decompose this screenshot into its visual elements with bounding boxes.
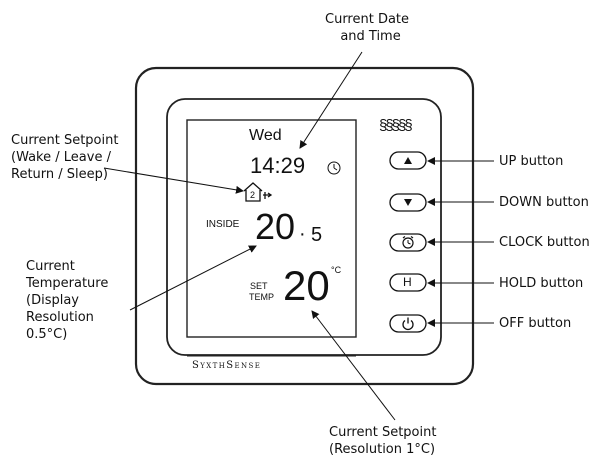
off-button[interactable] xyxy=(389,314,427,333)
thermostat-inner-bezel xyxy=(166,98,442,356)
set-temp-unit: °C xyxy=(331,265,342,275)
leader-current-setpoint-mode xyxy=(103,167,244,194)
annotation-current-setpoint-res: Current Setpoint (Resolution 1°C) xyxy=(329,425,437,457)
down-button[interactable] xyxy=(389,193,427,212)
clock-button[interactable] xyxy=(389,233,427,252)
alarm-clock-icon xyxy=(402,236,414,249)
hold-button-label: H xyxy=(403,275,412,289)
setpoint-period-house-icon xyxy=(243,182,273,202)
annotation-down-button: DOWN button xyxy=(499,195,589,210)
annotation-current-temperature: Current Temperature (Display Resolution … xyxy=(26,259,109,342)
day-of-week: Wed xyxy=(249,127,282,144)
leader-current-temperature xyxy=(129,245,257,311)
triangle-up-icon xyxy=(404,157,412,164)
brand-logo: SyxthSense xyxy=(192,360,262,371)
current-time: 14:29 xyxy=(250,153,306,178)
set-temp-value: 20 xyxy=(283,262,330,309)
inside-temp-tenths: 5 xyxy=(311,224,323,246)
heat-indicator-icon: §§§§§ xyxy=(379,117,413,134)
triangle-down-icon xyxy=(404,199,412,206)
set-label-line2: TEMP xyxy=(249,292,275,302)
annotation-hold-button: HOLD button xyxy=(499,276,584,291)
annotation-current-date-time: Current Date and Time xyxy=(325,12,410,44)
inside-label: INSIDE xyxy=(206,219,240,230)
annotation-clock-button: CLOCK button xyxy=(499,235,590,250)
set-label-line1: SET xyxy=(250,281,268,291)
up-button[interactable] xyxy=(389,151,427,170)
leader-current-date-time xyxy=(299,51,363,149)
inside-temp-whole: 20 xyxy=(255,206,296,247)
power-icon xyxy=(402,317,414,331)
lcd-screen xyxy=(186,119,357,338)
clock-icon xyxy=(327,161,341,175)
annotation-current-setpoint-mode: Current Setpoint (Wake / Leave / Return … xyxy=(11,133,119,182)
setpoint-period-number: 2 xyxy=(250,190,256,200)
leader-current-setpoint-res xyxy=(311,310,396,421)
leave-figure-icon xyxy=(263,192,273,199)
inside-temp-separator: · xyxy=(299,223,306,245)
thermostat-outer-casing xyxy=(134,66,475,386)
hold-button[interactable] xyxy=(389,273,427,292)
annotation-off-button: OFF button xyxy=(499,316,572,331)
annotation-up-button: UP button xyxy=(499,154,564,169)
